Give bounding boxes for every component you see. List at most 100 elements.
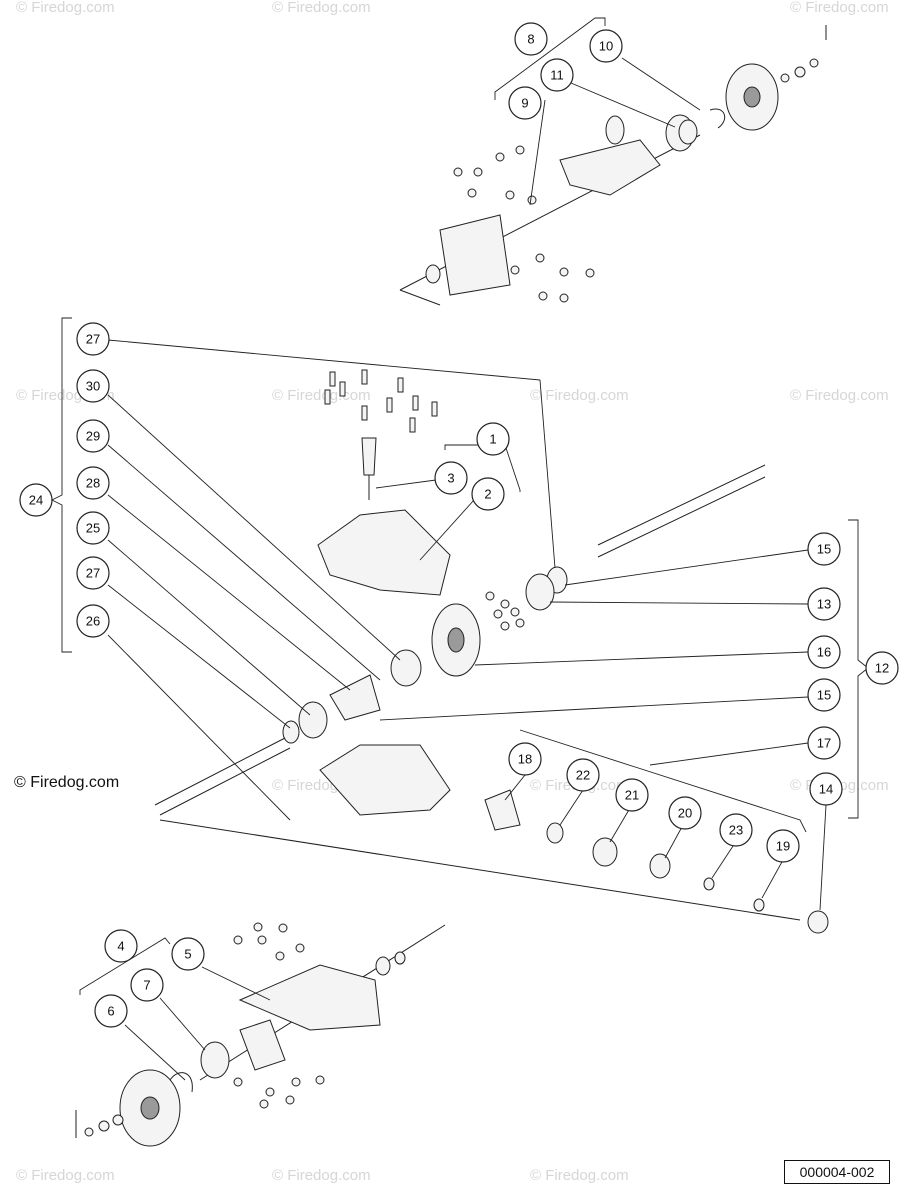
- callout-label: 10: [599, 39, 613, 54]
- upper-case-half: [317, 509, 451, 596]
- watermark: © Firedog.com: [16, 0, 115, 16]
- callout-label: 14: [819, 782, 833, 797]
- spring: [361, 437, 377, 476]
- callout: 4: [104, 929, 138, 963]
- watermark: © Firedog.com: [530, 387, 629, 404]
- differential-assembly: [154, 369, 829, 934]
- bracket-24: [50, 317, 72, 653]
- callout: 23: [719, 813, 753, 847]
- callout: 30: [76, 369, 110, 403]
- axle-housing: [559, 139, 661, 196]
- callout-label: 25: [86, 521, 100, 536]
- callout: 10: [589, 29, 623, 63]
- bracket-12: [848, 519, 869, 819]
- callout-label: 18: [518, 752, 532, 767]
- callout-label: 16: [817, 645, 831, 660]
- callout: 17: [807, 726, 841, 760]
- callout: 2: [471, 477, 505, 511]
- callout: 15: [807, 532, 841, 566]
- callout-label: 12: [875, 661, 889, 676]
- watermarks: © Firedog.com © Firedog.com © Firedog.co…: [16, 0, 889, 1184]
- callout-label: 17: [817, 736, 831, 751]
- callout-label: 2: [484, 487, 491, 502]
- callouts: 8 9 10 11 27 30 29 28 25 27 26 24 1 3 2 …: [19, 22, 899, 1028]
- callout-label: 27: [86, 332, 100, 347]
- callout: 16: [807, 635, 841, 669]
- callout: 8: [514, 22, 548, 56]
- callout-label: 3: [447, 471, 454, 486]
- callout-label: 4: [117, 939, 124, 954]
- callout: 19: [766, 829, 800, 863]
- callout-label: 19: [776, 839, 790, 854]
- callout-label: 15: [817, 688, 831, 703]
- brackets: [50, 17, 869, 995]
- callout-label: 21: [625, 788, 639, 803]
- watermark: © Firedog.com: [272, 0, 371, 16]
- callout: 24: [19, 483, 53, 517]
- callout-label: 15: [817, 542, 831, 557]
- callout-label: 29: [86, 429, 100, 444]
- callout: 12: [865, 651, 899, 685]
- watermark: © Firedog.com: [272, 387, 371, 404]
- callout-label: 22: [576, 768, 590, 783]
- callout: 5: [171, 937, 205, 971]
- bearing: [200, 1041, 230, 1079]
- callout-label: 9: [521, 96, 528, 111]
- callout: 27: [76, 322, 110, 356]
- callout-label: 30: [86, 379, 100, 394]
- callout: 26: [76, 604, 110, 638]
- callout: 15: [807, 678, 841, 712]
- watermark: © Firedog.com: [790, 0, 889, 16]
- callout-label: 27: [86, 566, 100, 581]
- top-axle-assembly: [399, 25, 827, 306]
- bottom-axle-assembly: [75, 922, 446, 1147]
- callout: 13: [807, 587, 841, 621]
- callout-label: 7: [143, 978, 150, 993]
- cover-bolts: [324, 369, 438, 433]
- callout-label: 1: [489, 432, 496, 447]
- bearing: [525, 573, 555, 611]
- watermark: © Firedog.com: [530, 1167, 629, 1184]
- callout: 22: [566, 758, 600, 792]
- leader-lines: [107, 57, 827, 1081]
- callout: 18: [508, 742, 542, 776]
- lower-case-half: [319, 744, 451, 816]
- callout: 25: [76, 511, 110, 545]
- callout-label: 5: [184, 947, 191, 962]
- callout: 7: [130, 968, 164, 1002]
- diagram-id-label: 000004-002: [784, 1160, 890, 1184]
- callout-label: 26: [86, 614, 100, 629]
- mounting-plate: [439, 214, 511, 296]
- left-axle-shaft: [154, 737, 286, 806]
- pinion-gear: [484, 789, 521, 831]
- callout: 11: [540, 58, 574, 92]
- ring-gear-bolts: [485, 591, 525, 631]
- copyright-label: © Firedog.com: [14, 774, 120, 791]
- watermark: © Firedog.com: [790, 387, 889, 404]
- callout: 9: [508, 86, 542, 120]
- callout: 6: [94, 994, 128, 1028]
- callout-label: 6: [107, 1004, 114, 1019]
- watermark: © Firedog.com: [16, 1167, 115, 1184]
- callout: 1: [476, 422, 510, 456]
- callout: 27: [76, 556, 110, 590]
- callout: 3: [434, 461, 468, 495]
- callout-label: 24: [29, 493, 43, 508]
- callout-label: 13: [817, 597, 831, 612]
- watermark: © Firedog.com: [272, 1167, 371, 1184]
- callout: 29: [76, 419, 110, 453]
- callout: 21: [615, 778, 649, 812]
- right-axle-shaft: [597, 464, 766, 546]
- callout-label: 20: [678, 806, 692, 821]
- callout-label: 23: [729, 823, 743, 838]
- axle-housing: [238, 964, 381, 1031]
- callout: 28: [76, 466, 110, 500]
- callout-label: 28: [86, 476, 100, 491]
- callout-label: 8: [527, 32, 534, 47]
- flange: [239, 1019, 286, 1071]
- callout: 20: [668, 796, 702, 830]
- callout: 14: [809, 772, 843, 806]
- differential-carrier: [329, 674, 381, 721]
- callout-label: 11: [550, 68, 564, 83]
